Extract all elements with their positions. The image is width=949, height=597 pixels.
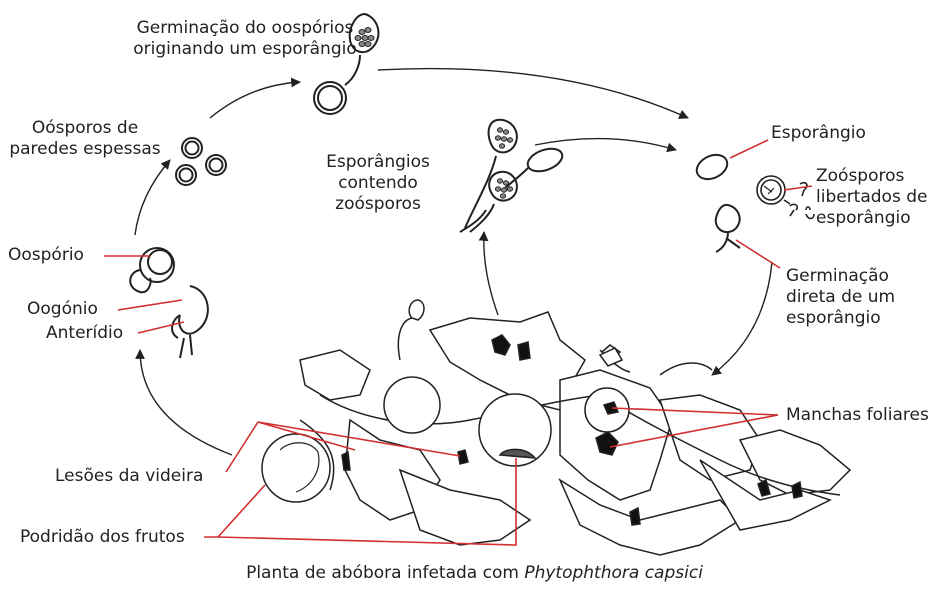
label-line: contendo [318, 173, 438, 194]
pumpkin-plant-illustration [262, 300, 850, 555]
sporangium-icon [693, 150, 731, 183]
label-podridao-frutos: Podridão dos frutos [20, 527, 185, 548]
leader-zoosporos [784, 186, 812, 190]
label-line: esporângio [786, 308, 895, 329]
label-oosporio: Oospório [8, 245, 84, 266]
arrow-oospores-to-germination [210, 82, 300, 118]
zoospores-released-icon [757, 176, 814, 219]
direct-germination-icon [716, 205, 740, 252]
label-line: Esporângios [318, 152, 438, 173]
label-line: zoósporos [318, 194, 438, 215]
label-oogonio: Oogónio [27, 299, 98, 320]
label-lesoes-videira: Lesões da videira [55, 466, 203, 487]
arrow-germination-to-sporangium [378, 69, 688, 118]
label-line: paredes espessas [0, 139, 170, 160]
arrow-direct-germination-to-plant [712, 262, 772, 375]
label-zoosporos-libertados: Zoósporos libertados de esporângio [816, 166, 927, 229]
label-manchas-foliares: Manchas foliares [786, 405, 929, 426]
label-line: direta de um [786, 287, 895, 308]
caption-species: Phytophthora capsici [524, 563, 703, 583]
leader-esporangio [730, 140, 768, 158]
leader-oogonio [118, 300, 182, 310]
label-line: Zoósporos [816, 166, 927, 187]
label-line: libertados de [816, 187, 927, 208]
label-germinacao-oosporos: Germinação do oospórios originando um es… [110, 18, 380, 60]
oospore-oogonium-icon [130, 248, 208, 358]
label-germinacao-direta: Germinação direta de um esporângio [786, 266, 895, 329]
leader-anteridio [138, 322, 184, 333]
label-esporangios-zoosporos: Esporângios contendo zoósporos [318, 152, 438, 215]
figure-caption: Planta de abóbora infetada com Phytophth… [0, 563, 949, 583]
arrow-plant-to-oogonium [140, 350, 232, 455]
label-line: Germinação [786, 266, 895, 287]
leader-germinacao-direta [736, 240, 780, 268]
cycle-arrows [135, 69, 772, 455]
sporangia-with-zoospores-icon [460, 120, 565, 232]
label-anteridio: Anterídio [46, 323, 123, 344]
label-oosporos-paredes: Oósporos de paredes espessas [0, 118, 170, 160]
arrow-sporangia-to-sporangium [535, 139, 676, 150]
caption-prefix: Planta de abóbora infetada com [246, 563, 524, 583]
label-line: Germinação do oospórios [110, 18, 380, 39]
thick-walled-oospores-icon [176, 138, 226, 185]
arrow-oospore-to-thickwalls [135, 160, 170, 235]
label-esporangio: Esporângio [771, 123, 866, 144]
arrow-plant-to-sporangia [484, 232, 498, 315]
label-line: esporângio [816, 208, 927, 229]
leader-podridao-1 [204, 485, 265, 537]
label-line: Oósporos de [0, 118, 170, 139]
label-line: originando um esporângio [110, 39, 380, 60]
leader-lesoes-1 [226, 422, 258, 472]
